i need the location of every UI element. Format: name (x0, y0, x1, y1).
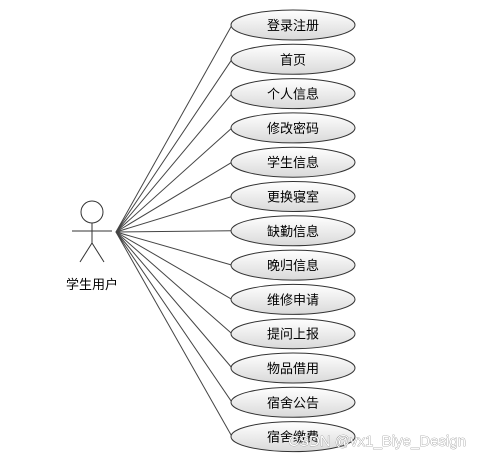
use-case-ellipse (230, 318, 356, 350)
actor-right-leg (91, 242, 105, 263)
use-case-label: 宿舍公告 (267, 395, 319, 411)
use-case: 物品借用 (230, 352, 356, 384)
use-case-ellipse (230, 146, 356, 178)
use-case-label: 维修申请 (267, 293, 319, 308)
association-line (115, 231, 233, 335)
use-case-ellipse (230, 386, 356, 418)
use-case-list: 登录注册首页个人信息修改密码学生信息更换寝室缺勤信息晚归信息维修申请提问上报物品… (230, 9, 356, 453)
use-case: 缺勤信息 (230, 215, 356, 247)
use-case-label: 更换寝室 (267, 190, 319, 206)
use-case-label: 首页 (280, 53, 306, 68)
actor-label: 学生用户 (66, 277, 118, 293)
association-lines (115, 24, 233, 437)
association-line (115, 231, 233, 300)
actor-head (80, 200, 104, 224)
use-case: 晚归信息 (230, 249, 356, 281)
use-case-label: 晚归信息 (267, 258, 319, 274)
use-case-ellipse (230, 78, 356, 110)
use-case-ellipse (230, 421, 356, 453)
actor-left-leg (79, 242, 93, 263)
use-case-ellipse (230, 43, 356, 75)
association-line (115, 231, 233, 369)
use-case-label: 宿舍缴费 (267, 430, 319, 446)
association-line (115, 196, 233, 233)
association-line (115, 161, 233, 233)
use-case: 宿舍公告 (230, 386, 356, 418)
use-case-label: 提问上报 (267, 327, 319, 343)
use-case: 首页 (230, 43, 356, 75)
use-case-ellipse (230, 283, 356, 315)
association-line (115, 230, 233, 233)
use-case: 提问上报 (230, 318, 356, 350)
use-case: 宿舍缴费 (230, 421, 356, 453)
association-line (115, 93, 233, 233)
use-case-ellipse (230, 249, 356, 281)
actor-student-user: 学生用户 (66, 200, 118, 293)
use-case: 更换寝室 (230, 181, 356, 212)
use-case-ellipse (230, 215, 356, 247)
use-case: 修改密码 (230, 112, 356, 144)
use-case: 个人信息 (230, 78, 356, 110)
association-line (115, 231, 233, 266)
use-case-label: 物品借用 (267, 362, 319, 377)
use-case: 登录注册 (230, 9, 356, 41)
use-case-label: 修改密码 (267, 121, 319, 137)
use-case-label: 学生信息 (267, 155, 319, 171)
association-line (115, 231, 233, 437)
association-line (115, 24, 233, 233)
use-case-ellipse (230, 352, 356, 384)
use-case-ellipse (230, 112, 356, 144)
association-line (115, 127, 233, 233)
association-line (115, 59, 233, 233)
use-case: 学生信息 (230, 146, 356, 178)
association-line (115, 231, 233, 403)
use-case-ellipse (230, 9, 356, 41)
use-case: 维修申请 (230, 283, 356, 315)
use-case-ellipse (230, 181, 356, 212)
use-case-label: 缺勤信息 (267, 224, 319, 240)
use-case-label: 个人信息 (267, 87, 319, 103)
use-case-label: 登录注册 (267, 19, 319, 34)
watermark: CSDN @vx1_Biye_Design (288, 433, 466, 450)
